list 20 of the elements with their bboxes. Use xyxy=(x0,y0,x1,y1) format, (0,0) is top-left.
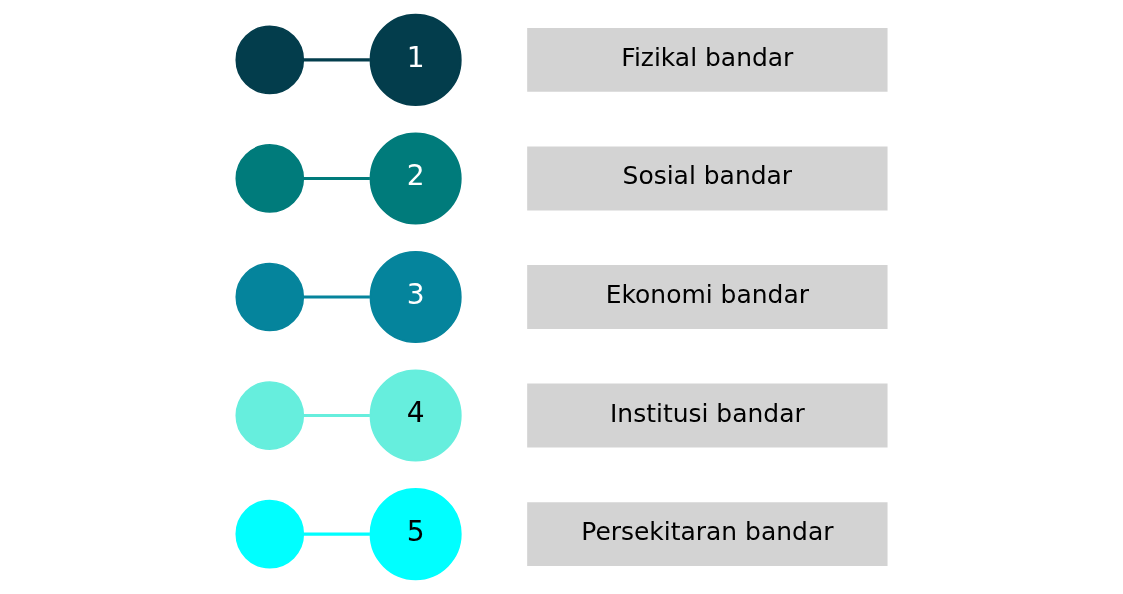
node-circle: 3 xyxy=(369,251,462,343)
node-box: Institusi bandar xyxy=(527,383,888,448)
node-box: Sosial bandar xyxy=(527,146,888,211)
node-arc xyxy=(235,499,305,569)
node-arc xyxy=(235,381,305,450)
node-arc xyxy=(235,262,305,332)
node-circle: 5 xyxy=(369,488,462,581)
node-box: Persekitaran bandar xyxy=(527,502,888,567)
connector xyxy=(303,58,370,62)
connector xyxy=(303,532,370,536)
node-box: Ekonomi bandar xyxy=(527,265,888,329)
node-arc xyxy=(235,25,305,95)
connector xyxy=(303,295,370,299)
connector xyxy=(303,414,370,418)
node-circle: 1 xyxy=(369,13,462,106)
connector xyxy=(303,176,370,180)
node-circle: 4 xyxy=(369,369,462,462)
node-arc xyxy=(235,144,305,213)
node-box: Fizikal bandar xyxy=(527,27,888,92)
node-circle: 2 xyxy=(369,132,462,225)
